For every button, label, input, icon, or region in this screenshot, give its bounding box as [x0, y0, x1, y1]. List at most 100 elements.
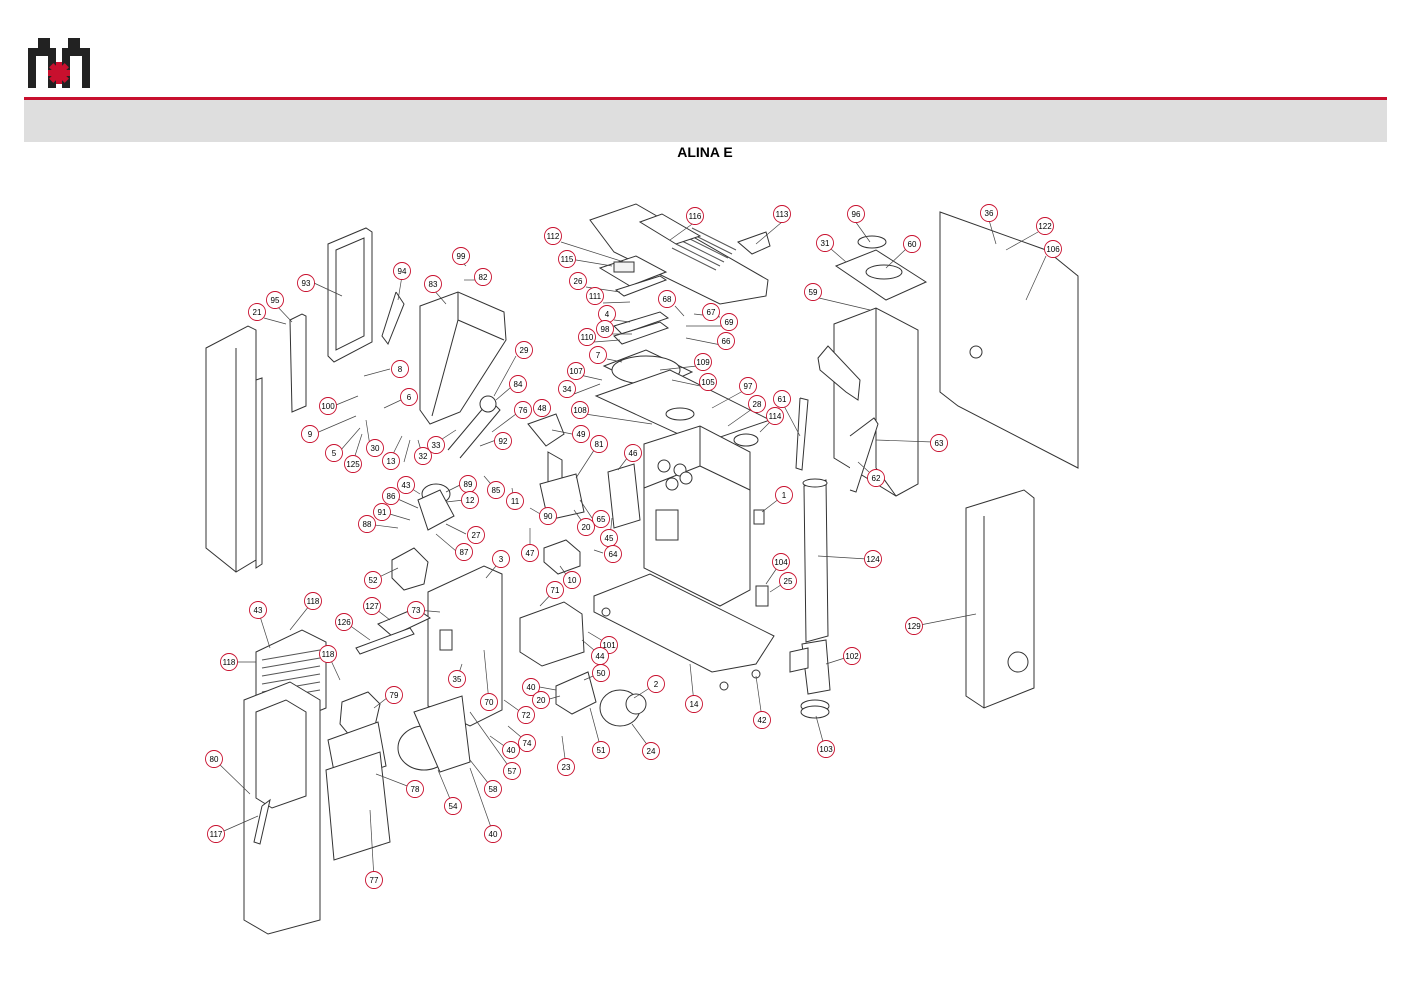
callout-number: 99: [457, 252, 466, 261]
callout-91: 91: [373, 503, 391, 521]
callout-circle: [391, 360, 409, 378]
callout-circle: [297, 274, 315, 292]
callout-circle: [905, 617, 923, 635]
callout-circle: [779, 572, 797, 590]
callout-number: 42: [758, 716, 767, 725]
callout-number: 21: [253, 308, 262, 317]
callout-circle: [506, 492, 524, 510]
callout-32: 32: [414, 447, 432, 465]
callout-100: 100: [319, 397, 337, 415]
callout-43: 43: [249, 601, 267, 619]
callout-circle: [521, 544, 539, 562]
callout-circle: [400, 388, 418, 406]
callout-number: 40: [527, 683, 536, 692]
callout-number: 117: [210, 830, 223, 839]
callout-circle: [558, 380, 576, 398]
callout-25: 25: [779, 572, 797, 590]
callout-circle: [335, 613, 353, 631]
callout-number: 25: [784, 577, 793, 586]
callout-number: 124: [866, 555, 880, 564]
callout-circle: [494, 432, 512, 450]
callout-circle: [847, 205, 865, 223]
callout-number: 35: [453, 675, 462, 684]
callout-circle: [589, 346, 607, 364]
callout-number: 14: [690, 700, 699, 709]
callout-number: 74: [523, 739, 532, 748]
callout-circle: [452, 247, 470, 265]
callout-number: 93: [302, 279, 311, 288]
callout-105: 105: [699, 373, 717, 391]
callout-number: 87: [460, 548, 469, 557]
callout-circle: [484, 780, 502, 798]
callout-circle: [509, 375, 527, 393]
callout-number: 125: [346, 460, 360, 469]
callout-85: 85: [487, 481, 505, 499]
callout-circle: [604, 545, 622, 563]
callout-14: 14: [685, 695, 703, 713]
callout-number: 109: [696, 358, 710, 367]
callout-115: 115: [558, 250, 576, 268]
callout-circle: [382, 487, 400, 505]
callout-circle: [319, 397, 337, 415]
callout-circle: [249, 601, 267, 619]
callout-circle: [444, 797, 462, 815]
callout-88: 88: [358, 515, 376, 533]
callout-circle: [515, 341, 533, 359]
callout-83: 83: [424, 275, 442, 293]
header-band: [24, 100, 1387, 142]
callout-number: 6: [407, 393, 412, 402]
callout-circle: [461, 491, 479, 509]
callout-number: 118: [307, 597, 320, 606]
callout-circle: [455, 543, 473, 561]
callout-126: 126: [335, 613, 353, 631]
callout-circle: [658, 290, 676, 308]
callout-circle: [586, 287, 604, 305]
callout-34: 34: [558, 380, 576, 398]
callout-circle: [207, 825, 225, 843]
callout-43: 43: [397, 476, 415, 494]
callout-number: 89: [464, 480, 473, 489]
header-rule: [24, 97, 1387, 100]
callout-number: 96: [852, 210, 861, 219]
callout-circle: [816, 234, 834, 252]
callout-30: 30: [366, 439, 384, 457]
callout-number: 118: [322, 650, 335, 659]
callout-circle: [503, 762, 521, 780]
callout-circle: [205, 750, 223, 768]
callout-circle: [484, 825, 502, 843]
callout-number: 30: [371, 444, 380, 453]
callout-number: 78: [411, 785, 420, 794]
callout-number: 72: [522, 711, 531, 720]
callout-circle: [592, 510, 610, 528]
callout-93: 93: [297, 274, 315, 292]
callout-number: 73: [412, 606, 421, 615]
callout-107: 107: [567, 362, 585, 380]
callout-circle: [804, 283, 822, 301]
callout-94: 94: [393, 262, 411, 280]
callout-57: 57: [503, 762, 521, 780]
callout-33: 33: [427, 436, 445, 454]
callout-118: 118: [220, 653, 238, 671]
callout-12: 12: [461, 491, 479, 509]
callout-number: 110: [581, 333, 594, 342]
callout-circle: [557, 758, 575, 776]
callout-number: 8: [398, 365, 403, 374]
callout-circle: [980, 204, 998, 222]
callout-circle: [1036, 217, 1054, 235]
callout-number: 40: [507, 746, 516, 755]
callout-number: 115: [561, 255, 574, 264]
callout-circle: [867, 469, 885, 487]
callout-number: 103: [819, 745, 833, 754]
callout-20: 20: [532, 691, 550, 709]
callout-circle: [522, 678, 540, 696]
callout-circle: [647, 675, 665, 693]
callout-circle: [406, 780, 424, 798]
callout-24: 24: [642, 742, 660, 760]
callout-circle: [514, 401, 532, 419]
callout-number: 26: [574, 277, 583, 286]
callout-number: 129: [907, 622, 921, 631]
callout-78: 78: [406, 780, 424, 798]
callout-number: 81: [595, 440, 604, 449]
callout-number: 49: [577, 430, 586, 439]
callout-number: 76: [519, 406, 528, 415]
